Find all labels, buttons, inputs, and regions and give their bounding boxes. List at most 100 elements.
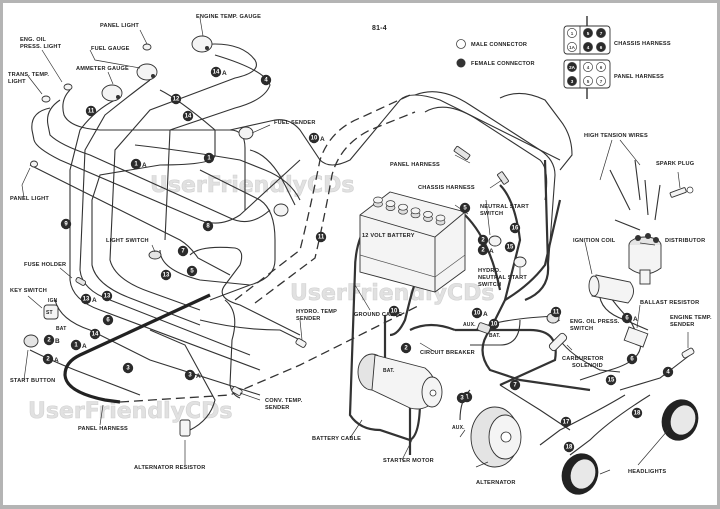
wire-tag-number: 11 bbox=[318, 234, 325, 240]
label-alternator: ALTERNATOR bbox=[476, 480, 516, 486]
wire-tag: 2 bbox=[477, 234, 489, 246]
label-engine-temp-sender-2: SENDER bbox=[670, 322, 695, 328]
watermark: UserFriendlyCDs bbox=[150, 173, 354, 198]
label-hydro-neutral-switch-2: NEUTRAL START bbox=[478, 275, 527, 281]
label-eng-oil-press-switch-2: SWITCH bbox=[570, 326, 593, 332]
wire-tag: 11 bbox=[315, 231, 327, 243]
engine-temp-gauge bbox=[191, 35, 213, 53]
wire-tag-badge bbox=[550, 306, 562, 318]
label-neutral-start-switch: NEUTRAL START bbox=[480, 204, 529, 210]
battery-cell-cap bbox=[398, 203, 408, 211]
wire-tag-suffix: A bbox=[82, 343, 87, 350]
wire-tag: 14 bbox=[89, 328, 101, 340]
label-hydro-temp-sender: HYDRO. TEMP bbox=[296, 309, 337, 315]
wire-tag-badge bbox=[504, 241, 516, 253]
headlight-right bbox=[661, 399, 699, 441]
female-pin bbox=[596, 42, 606, 52]
panel-light-bulb-top bbox=[142, 43, 152, 51]
label-ground-cable: GROUND CABLE bbox=[354, 312, 402, 318]
wire-tag-number: 14 bbox=[185, 113, 192, 119]
wire-tag-number: 4 bbox=[666, 369, 670, 375]
male-pin bbox=[567, 28, 577, 38]
component-labels: PANEL LIGHT ENGINE TEMP. GAUGE ENG. OIL … bbox=[8, 14, 712, 486]
wire-tag-number: 5 bbox=[463, 205, 467, 211]
trans-temp-light-bulb bbox=[41, 95, 51, 103]
wire-tag-number: 1 bbox=[207, 155, 211, 161]
battery-cell-cap bbox=[410, 207, 421, 215]
starter-motor-part bbox=[357, 353, 443, 410]
wire-tag-number: 10 bbox=[474, 310, 481, 316]
wire-tag: 11 bbox=[85, 105, 97, 117]
wire-tag-suffix: A bbox=[222, 70, 227, 77]
wire-tag-suffix: A bbox=[92, 297, 97, 304]
label-start-button: START BUTTON bbox=[10, 378, 55, 384]
label-circuit-breaker: CIRCUIT BREAKER bbox=[420, 350, 475, 356]
wire-tag-badge bbox=[43, 334, 55, 346]
wire-tag-badge bbox=[60, 218, 72, 230]
wire-tag-number: 15 bbox=[608, 377, 615, 383]
wire-tag-number: 13 bbox=[163, 272, 170, 278]
label-eng-oil-press-switch: ENG. OIL PRESS. bbox=[570, 319, 620, 325]
distributor-part bbox=[628, 233, 662, 285]
wire-tag-number: 1 bbox=[134, 161, 138, 167]
label-carburetor-solenoid: CARBURETOR bbox=[562, 356, 604, 362]
wire-tag: 8 bbox=[202, 220, 214, 232]
label-hydro-neutral-switch: HYDRO. bbox=[478, 268, 501, 274]
wire-tag-suffix: A bbox=[489, 248, 494, 255]
male-pin bbox=[567, 42, 577, 52]
label-panel-light: PANEL LIGHT bbox=[100, 23, 139, 29]
watermark: UserFriendlyCDs bbox=[290, 281, 494, 306]
wire-tag: 12 bbox=[170, 93, 182, 105]
wire-tag: 10 bbox=[488, 318, 500, 330]
wire-tag-number: 6 bbox=[106, 317, 110, 323]
battery-part bbox=[359, 191, 466, 293]
wire-tag-number: 5 bbox=[190, 268, 194, 274]
wire-tag-number: 1 bbox=[465, 394, 469, 400]
label-chassis-harness-mid: CHASSIS HARNESS bbox=[418, 185, 475, 191]
wire-tag-number: 1 bbox=[74, 342, 78, 348]
wire-tag: 5 bbox=[186, 265, 198, 277]
wire-tag-badge bbox=[388, 305, 400, 317]
wire-tag-badge bbox=[471, 307, 483, 319]
panel-light-bulb-left bbox=[30, 160, 38, 168]
wire-tag-badge bbox=[202, 220, 214, 232]
wire-tag-number: 16 bbox=[512, 225, 519, 231]
wire-tag: 10 bbox=[388, 305, 400, 317]
wire-tag-number: 14 bbox=[213, 69, 220, 75]
label-aux-alt: AUX. bbox=[452, 425, 465, 431]
female-pin bbox=[567, 62, 577, 72]
wire-tag-number: 11 bbox=[88, 108, 95, 114]
label-trans-temp-light-2: LIGHT bbox=[8, 79, 26, 85]
legend-chassis-harness: CHASSIS HARNESS bbox=[614, 41, 671, 47]
wire-tag-suffix: A bbox=[320, 136, 325, 143]
wire-tag-badge bbox=[477, 234, 489, 246]
label-neutral-start-switch-2: SWITCH bbox=[480, 211, 503, 217]
label-battery-cable: BATTERY CABLE bbox=[312, 436, 361, 442]
pin-number: 1 bbox=[571, 31, 574, 36]
wire-tag-badge bbox=[177, 245, 189, 257]
label-trans-temp-light: TRANS. TEMP. bbox=[8, 72, 49, 78]
wire-tag-number: 10 bbox=[391, 308, 398, 314]
wire-tag-badge bbox=[509, 222, 521, 234]
wire-tag-number: 7 bbox=[181, 248, 185, 254]
spark-plug-part bbox=[669, 186, 694, 198]
wire-tag-number: 17 bbox=[563, 419, 570, 425]
wire-tag-badge bbox=[560, 416, 572, 428]
label-high-tension-wires: HIGH TENSION WIRES bbox=[584, 133, 648, 139]
hydro-neutral-start-switch-part bbox=[513, 256, 527, 268]
wire-tag-number: 2 bbox=[47, 337, 51, 343]
wire-tag-number: 3 bbox=[460, 395, 464, 401]
wire-tag: 13 bbox=[160, 269, 172, 281]
wire-tag-badge bbox=[182, 110, 194, 122]
harness-connector-plug bbox=[453, 145, 509, 185]
wire-tag-badge bbox=[477, 244, 489, 256]
engine-temp-sender-part bbox=[681, 347, 695, 359]
wire-tag-number: 9 bbox=[64, 221, 68, 227]
label-bat-starter: BAT. bbox=[383, 368, 395, 374]
ignition-coil-part bbox=[588, 274, 634, 304]
